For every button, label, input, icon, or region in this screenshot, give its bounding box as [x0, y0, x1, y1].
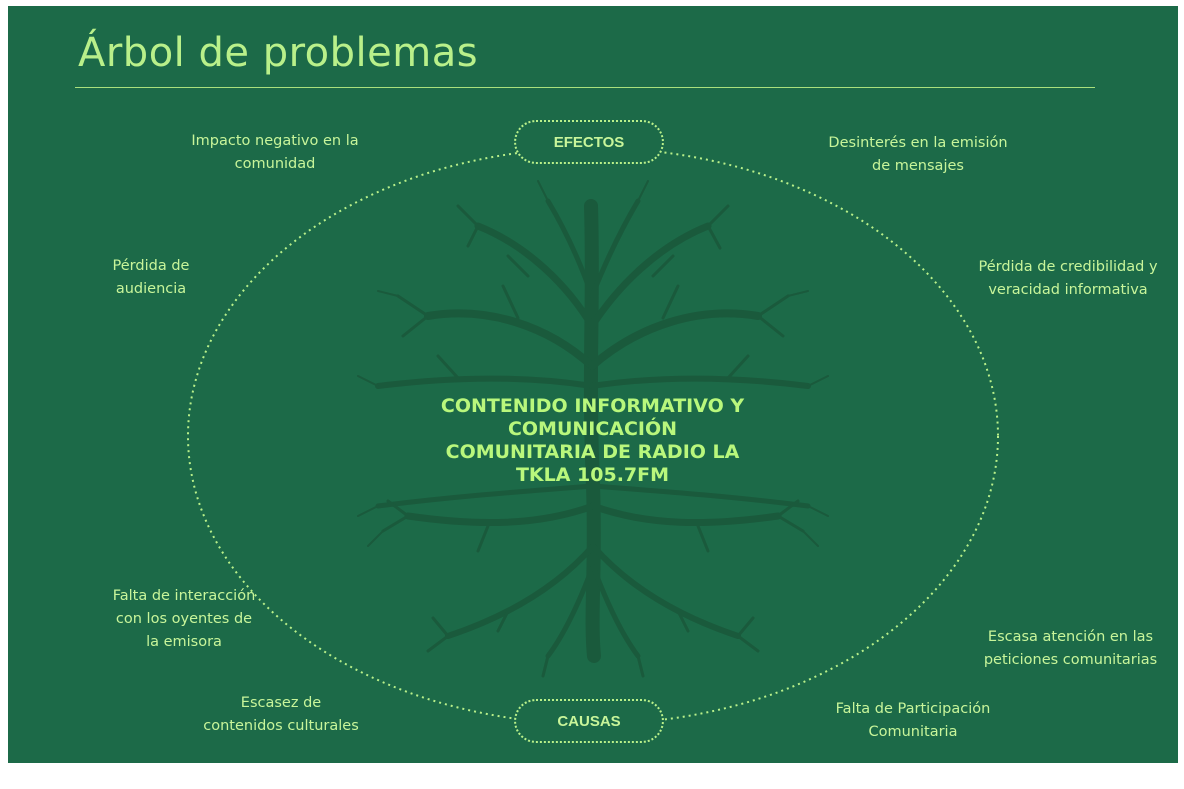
causes-pill: CAUSAS — [514, 699, 664, 743]
cause-label: Falta de interacción con los oyentes de … — [112, 588, 256, 650]
title-divider — [75, 87, 1095, 88]
effect-label: Pérdida de credibilidad y veracidad info… — [978, 259, 1158, 298]
tree-icon — [357, 180, 829, 678]
effect-label: Desinterés en la emisión de mensajes — [828, 135, 1008, 174]
cause-label: Escasez de contenidos culturales — [203, 695, 359, 734]
cause-label: Escasa atención en las peticiones comuni… — [983, 629, 1158, 668]
effects-pill: EFECTOS — [514, 120, 664, 164]
page-title: Árbol de problemas — [78, 30, 479, 76]
effect-label: Pérdida de audiencia — [112, 258, 190, 297]
effect-label: Impacto negativo en la comunidad — [191, 133, 359, 172]
central-problem: CONTENIDO INFORMATIVO Y COMUNICACIÓN COM… — [440, 395, 745, 486]
cause-label: Falta de Participación Comunitaria — [835, 701, 991, 740]
slide: Árbol de problemas EFECTOS CAUSAS CONTEN… — [8, 6, 1178, 763]
